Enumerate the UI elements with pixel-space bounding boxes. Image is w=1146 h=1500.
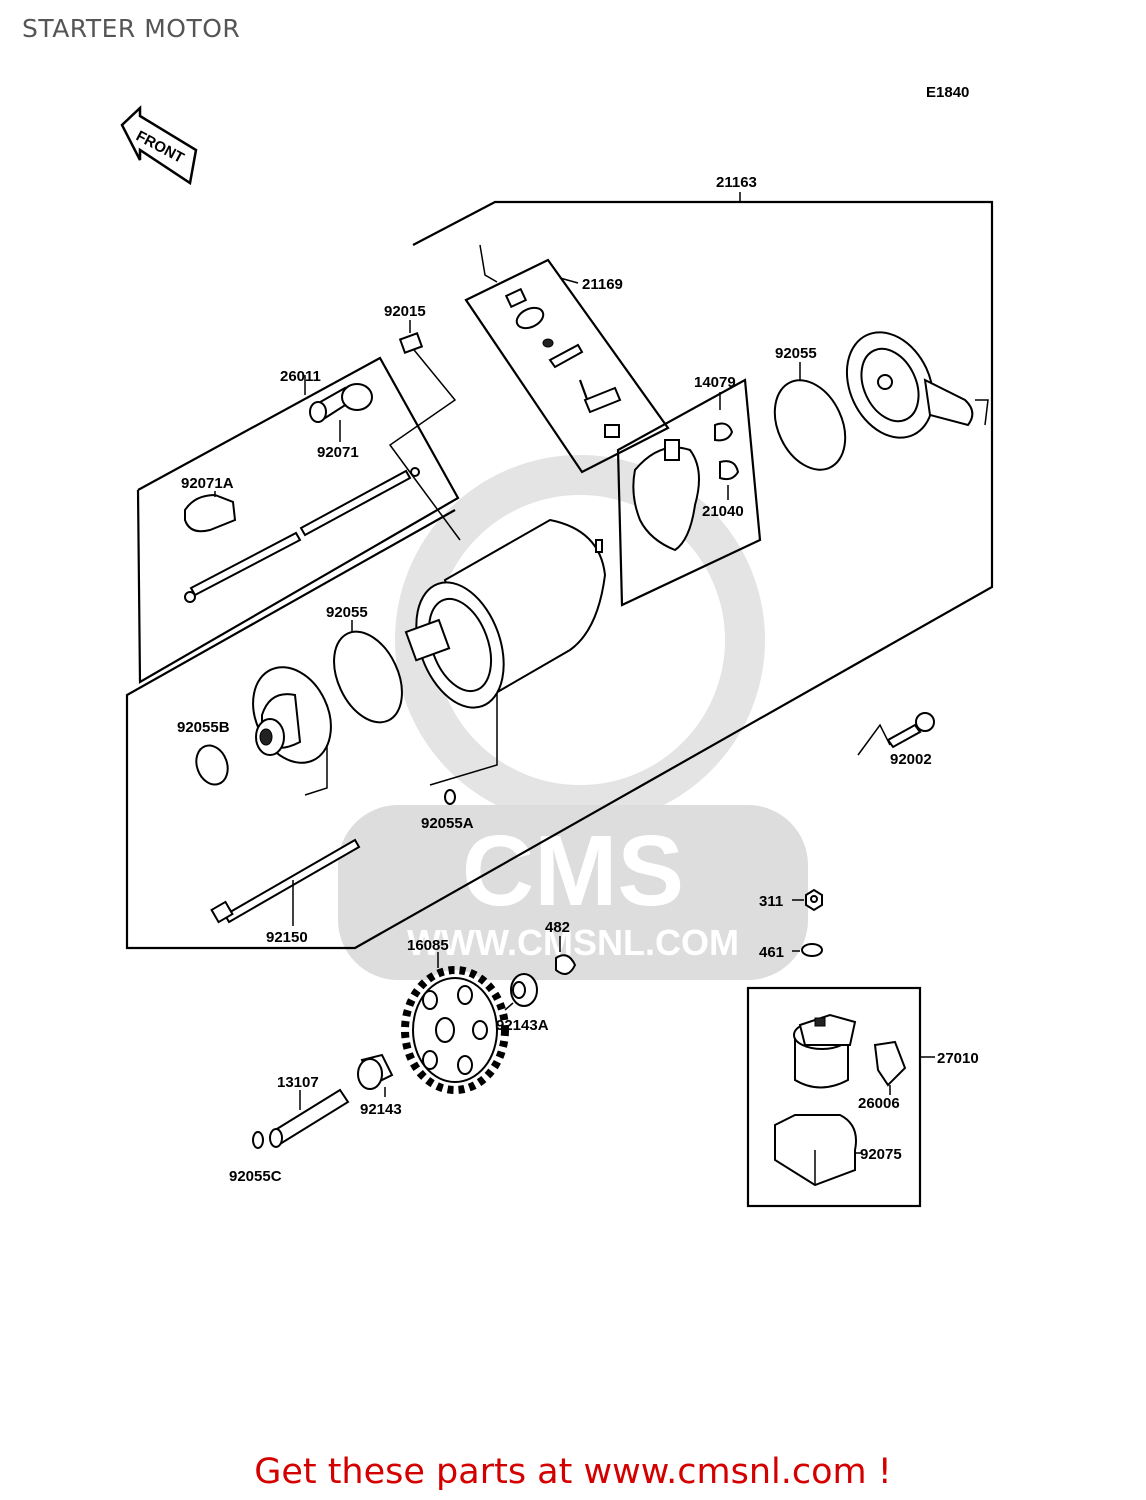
group-26011-outline [136, 356, 460, 684]
part-92055A-oring-icon [444, 789, 456, 805]
diagram-code: E1840 [926, 84, 969, 101]
callout-21040: 21040 [702, 503, 744, 520]
callout-311: 311 [759, 893, 783, 910]
part-311-nut-icon [805, 888, 823, 912]
part-26011-cable-icon [184, 467, 420, 603]
part-92150-through-bolt-icon [210, 838, 361, 924]
callout-92071A: 92071A [181, 475, 234, 492]
part-26006-fuse-icon [873, 1040, 907, 1087]
callout-13107: 13107 [277, 1074, 319, 1091]
group-27010-outline [746, 986, 922, 1208]
part-13107-shaft-icon [269, 1088, 350, 1148]
callout-27010: 27010 [937, 1050, 979, 1067]
callout-26006: 26006 [858, 1095, 900, 1112]
callout-21169: 21169 [582, 276, 623, 293]
watermark-url: WWW.CMSNL.COM [407, 922, 739, 963]
part-92071A-icon [184, 493, 237, 533]
part-21169-brush-set-icon [504, 287, 622, 438]
callout-92055A: 92055A [421, 815, 474, 832]
part-92143-bushing-icon [357, 1053, 394, 1090]
part-16085-gear-icon [401, 966, 509, 1094]
part-461-washer-icon [801, 943, 823, 957]
footer-promo-text: Get these parts at www.cmsnl.com ! [254, 1452, 892, 1492]
callout-14079: 14079 [694, 374, 736, 391]
watermark-brand: CMS [462, 815, 684, 927]
callout-92071: 92071 [317, 444, 359, 461]
callout-92015: 92015 [384, 303, 426, 320]
part-92055C-oring-icon [252, 1131, 264, 1149]
group-21169-outline [464, 258, 670, 474]
callout-21163: 21163 [716, 174, 757, 191]
callout-92055-top: 92055 [775, 345, 817, 362]
group-14079-outline [616, 378, 762, 607]
front-arrow-icon: FRONT [120, 105, 198, 186]
part-front-cover-icon [252, 666, 332, 764]
callout-labels: 21163 21169 92015 26011 14079 92055 9207… [177, 174, 979, 1185]
part-92055-mid-oring-icon [333, 630, 403, 724]
part-92015-icon [398, 332, 424, 354]
part-end-cover-rear-icon [845, 331, 974, 439]
callout-92055-mid: 92055 [326, 604, 368, 621]
part-92071-icon [309, 383, 373, 423]
part-27010-relay-icon [793, 1013, 857, 1089]
part-92143A-bushing-icon [510, 973, 538, 1007]
callout-92055C: 92055C [229, 1168, 282, 1185]
callout-26011: 26011 [280, 368, 321, 385]
callout-461: 461 [759, 944, 784, 961]
part-482-clip-icon [555, 954, 577, 975]
page-title: STARTER MOTOR [22, 14, 241, 43]
part-92055-top-oring-icon [773, 379, 847, 471]
callout-482: 482 [545, 919, 570, 936]
callout-92150: 92150 [266, 929, 308, 946]
callout-92075: 92075 [860, 1146, 902, 1163]
part-motor-yoke-icon [404, 518, 607, 709]
callout-92055B: 92055B [177, 719, 230, 736]
callout-92002: 92002 [890, 751, 932, 768]
part-92075-cover-icon [774, 1114, 857, 1187]
callout-92143: 92143 [360, 1101, 402, 1118]
parts-diagram: CMS WWW.CMSNL.COM E1840 FRONT [120, 84, 994, 1208]
part-92002-bolt-icon [886, 712, 935, 749]
callout-16085: 16085 [407, 937, 449, 954]
part-92055B-oring-icon [195, 744, 229, 786]
callout-92143A: 92143A [496, 1017, 549, 1034]
group-21163-outline [125, 200, 994, 950]
part-14079-brush-plate-icon [632, 422, 740, 552]
